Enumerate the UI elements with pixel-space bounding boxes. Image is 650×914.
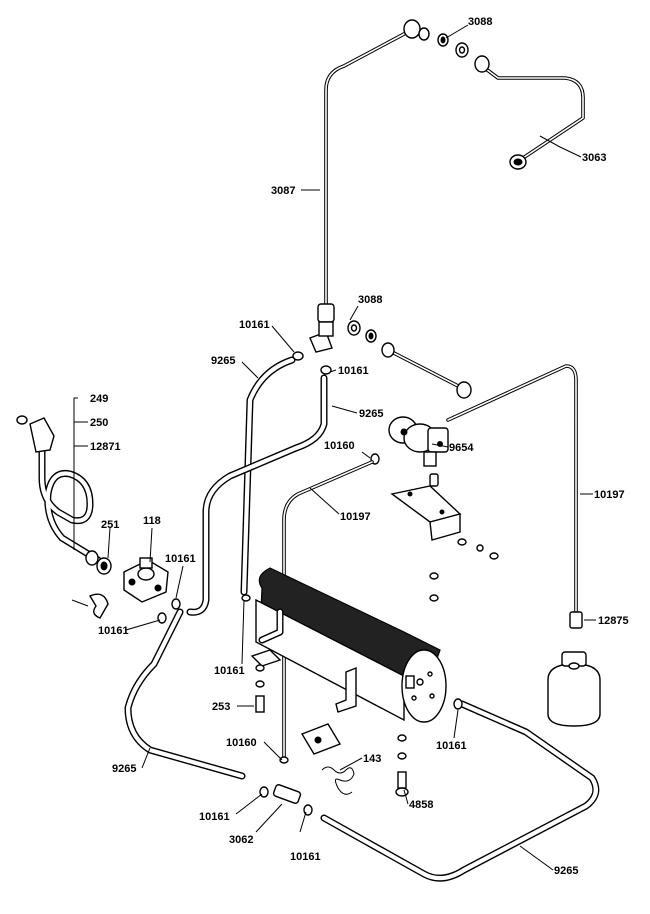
fuel-tank-12875 xyxy=(547,651,601,727)
thermocouple-143 xyxy=(300,723,355,795)
label-10161-f: 10161 xyxy=(436,740,467,752)
hose-9265-upper xyxy=(186,351,332,616)
gas-line-3063 xyxy=(474,55,585,170)
label-3088-top: 3088 xyxy=(468,16,492,28)
label-250: 250 xyxy=(90,417,108,429)
line-10197-right xyxy=(446,364,583,629)
mounting-bracket xyxy=(390,485,499,602)
label-3062: 3062 xyxy=(229,834,253,846)
cylinder-stand xyxy=(335,666,357,713)
bolt-4858 xyxy=(395,734,409,797)
label-12871: 12871 xyxy=(90,441,121,453)
label-12875: 12875 xyxy=(598,615,629,627)
label-9265-d: 9265 xyxy=(554,865,578,877)
label-118: 118 xyxy=(143,515,161,527)
label-3063: 3063 xyxy=(582,152,606,164)
label-10161-g: 10161 xyxy=(199,811,230,823)
label-10197-b: 10197 xyxy=(340,511,371,523)
hose-assembly-12871 xyxy=(16,415,102,564)
hose-9265-lower xyxy=(124,608,600,882)
label-143: 143 xyxy=(363,753,381,765)
label-10161-e: 10161 xyxy=(214,665,245,677)
washer-3088-mid xyxy=(347,320,377,343)
bolt-253 xyxy=(255,664,265,713)
tee-fitting xyxy=(309,303,335,353)
label-253: 253 xyxy=(212,701,230,713)
label-10160-a: 10160 xyxy=(324,440,355,452)
gas-line-middle xyxy=(381,342,472,399)
cylinder-base-clip xyxy=(250,649,282,667)
label-9265-c: 9265 xyxy=(112,763,136,775)
label-10161-a: 10161 xyxy=(239,319,270,331)
gas-line-3087 xyxy=(324,32,406,320)
label-3087: 3087 xyxy=(271,185,295,197)
nut-3088-top xyxy=(437,33,449,47)
label-10197-a: 10197 xyxy=(594,489,625,501)
valve-118 xyxy=(123,557,169,603)
fitting-251 xyxy=(85,550,112,575)
elbow-fitting-top xyxy=(403,19,430,41)
label-3088-mid: 3088 xyxy=(358,294,382,306)
washer-3088-top xyxy=(455,42,469,58)
line-10197-left xyxy=(282,460,374,758)
heater-cylinder xyxy=(255,567,447,723)
label-10161-d: 10161 xyxy=(98,625,129,637)
label-10161-h: 10161 xyxy=(290,851,321,863)
label-9265-a: 9265 xyxy=(211,355,235,367)
label-10160-b: 10160 xyxy=(226,737,257,749)
coupler-3062 xyxy=(259,756,313,816)
regulator-fittings xyxy=(370,453,439,487)
part-labels: 3088 3063 3087 3088 10161 10161 9265 926… xyxy=(90,16,629,877)
label-10161-b: 10161 xyxy=(338,365,369,377)
bracket-clip xyxy=(71,593,109,619)
leader-lines xyxy=(73,24,596,871)
label-251: 251 xyxy=(101,519,119,531)
regulator-9654 xyxy=(388,416,449,467)
label-9265-b: 9265 xyxy=(359,408,383,420)
label-9654: 9654 xyxy=(449,442,474,454)
label-4858: 4858 xyxy=(409,799,433,811)
label-249: 249 xyxy=(90,393,108,405)
label-10161-c: 10161 xyxy=(165,553,196,565)
